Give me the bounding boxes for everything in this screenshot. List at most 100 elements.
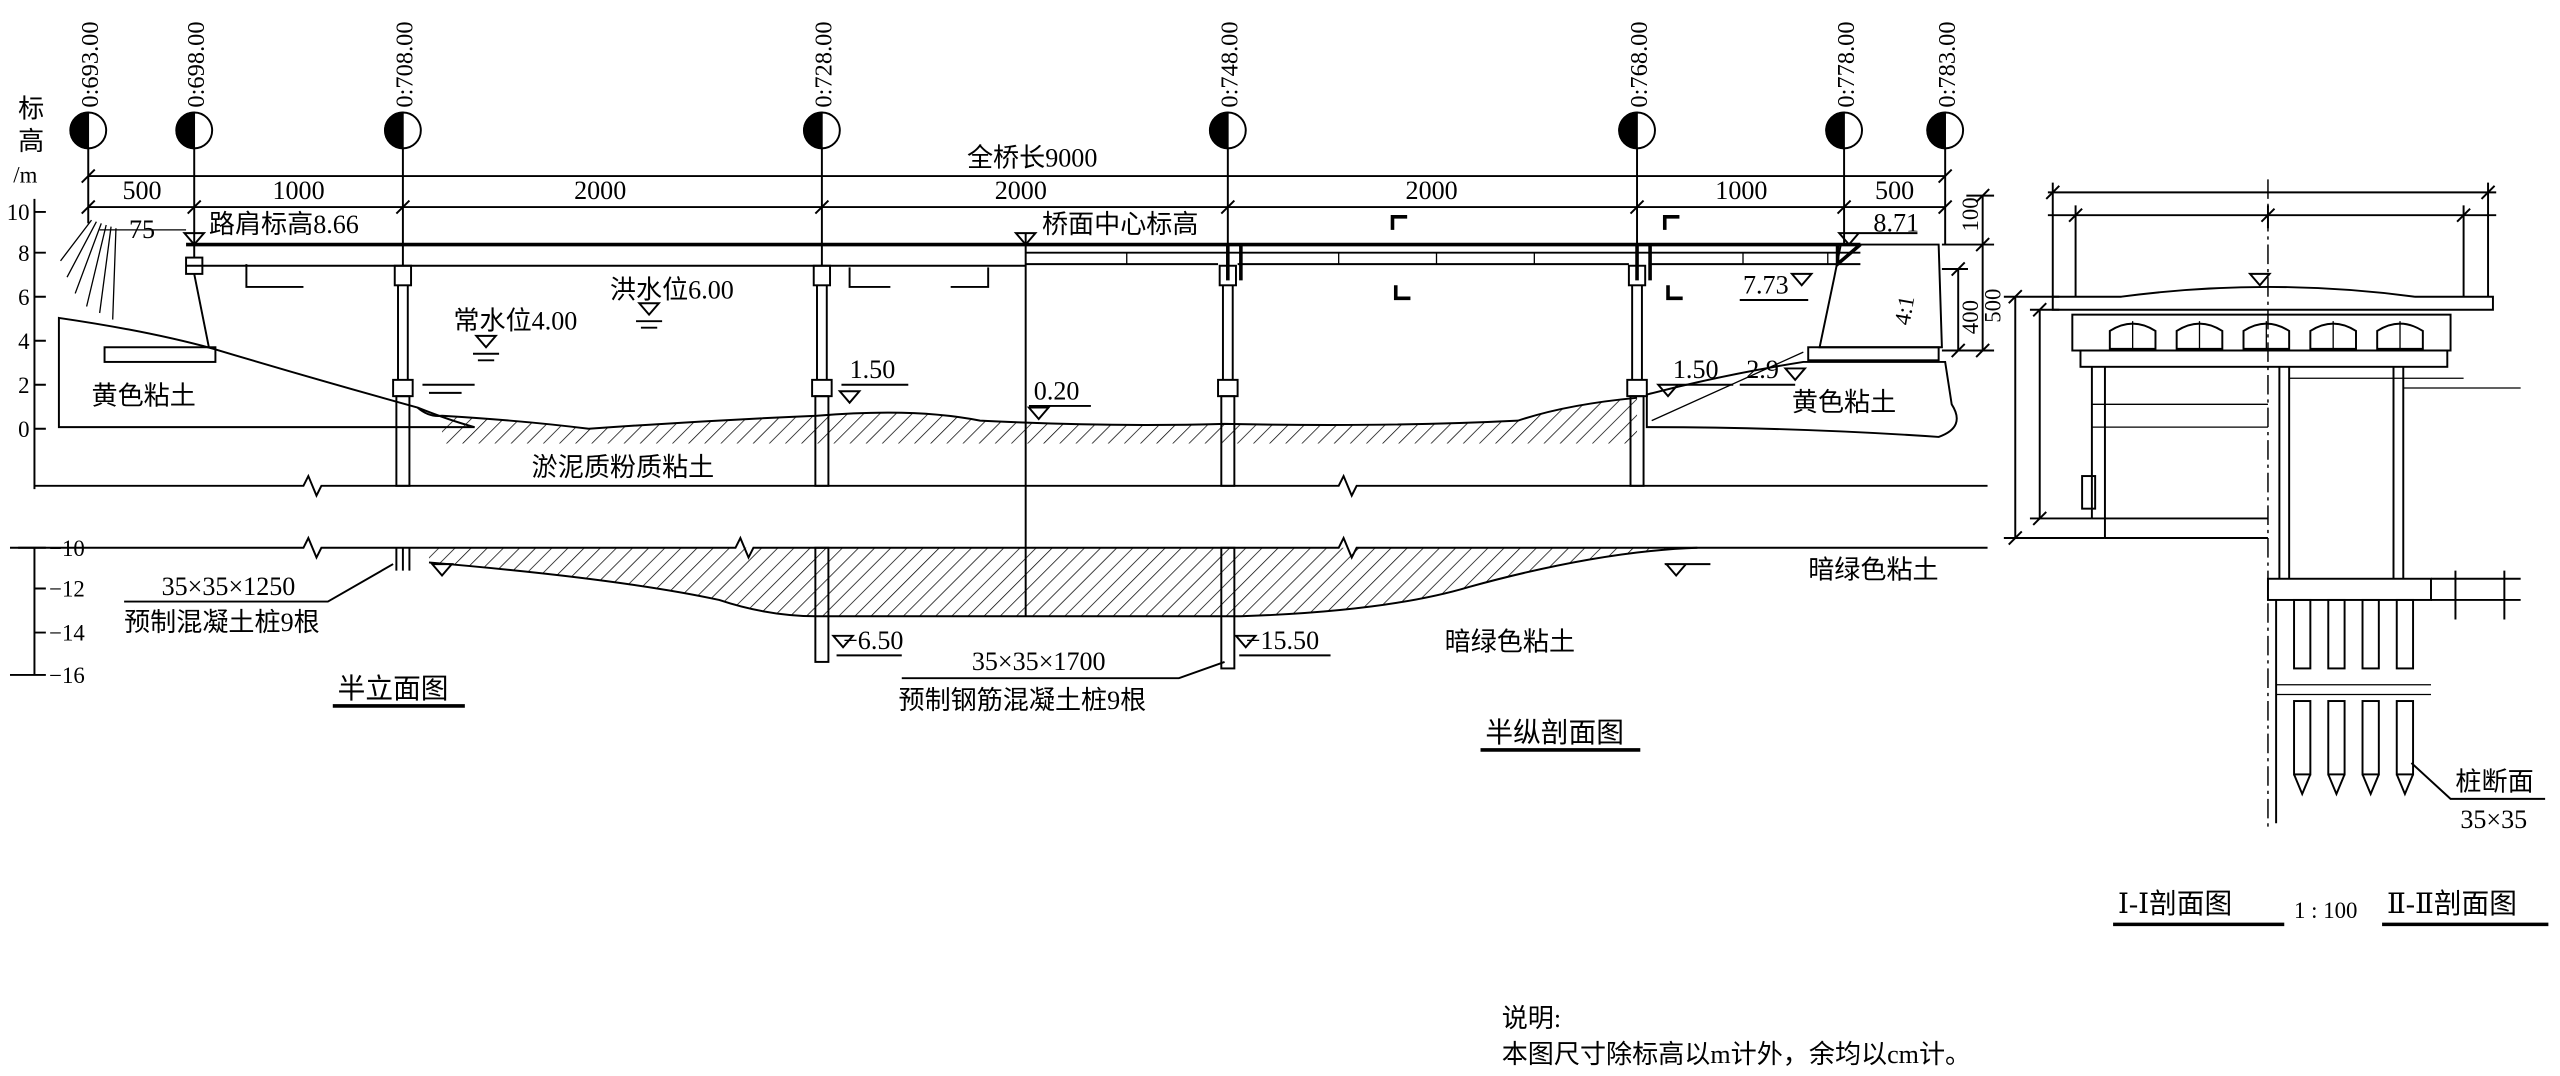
axis-tick-label: 2 — [18, 373, 29, 398]
station-label: 0:778.00 — [1833, 21, 1860, 107]
pile-tip-right-label: −15.50 — [1246, 626, 1319, 655]
axis-tick-label: 0 — [18, 417, 29, 442]
station-label: 0:748.00 — [1217, 21, 1244, 107]
axis-tick-label: 10 — [7, 200, 30, 225]
axis-tick-label: 8 — [18, 241, 29, 266]
pier — [392, 264, 414, 571]
half-longitudinal-title-text: 半纵剖面图 — [1485, 717, 1624, 748]
riverbed-elevation: 0.20 — [1026, 376, 1091, 421]
dark-green-clay-right-label: 暗绿色粘土 — [1808, 556, 1938, 585]
pier-cap-elevation-right: 1.50 — [1656, 355, 1734, 398]
cross-section: 桩断面 35×35 — [2003, 179, 2546, 834]
notes: 说明: 本图尺寸除标高以m计外，余均以cm计。 — [1502, 1004, 1971, 1069]
pile-section-size: 35×35 — [2460, 805, 2527, 834]
dark-green-clay-bottom-label: 暗绿色粘土 — [1445, 627, 1575, 656]
station-marker: 0:728.00 — [802, 21, 841, 266]
axis-title-char: 高 — [18, 127, 44, 156]
station-label: 0:693.00 — [77, 21, 104, 107]
right-abutment-footing — [1807, 346, 1940, 362]
pile-section-label: 桩断面 — [2455, 768, 2533, 797]
half-elevation-title-text: 半立面图 — [338, 673, 449, 704]
right-bank: 4:1 黄色粘土 — [1645, 243, 1958, 438]
station-label: 0:698.00 — [183, 21, 210, 107]
section-piles — [2276, 598, 2431, 797]
silty-clay-label: 淤泥质粉质粘土 — [532, 453, 715, 482]
lower-soil-layer: 暗绿色粘土 暗绿色粘土 — [428, 546, 1939, 656]
flood-level: 洪水位6.00 — [610, 275, 734, 329]
shoulder-elevation-label: 路肩标高8.66 — [209, 210, 359, 239]
flood-level-label: 洪水位6.00 — [610, 275, 734, 304]
pile-tip-left-label: −6.50 — [843, 626, 903, 655]
right-ground-label: 2.9 — [1746, 355, 1779, 384]
abutment-pile-note: 35×35×1250 预制混凝土桩9根 — [124, 563, 394, 637]
yellow-clay-left-label: 黄色粘土 — [92, 381, 196, 410]
station-label: 0:783.00 — [1934, 21, 1961, 107]
pier-pile-desc: 预制钢筋混凝土桩9根 — [899, 686, 1147, 715]
station-marker: 0:768.00 — [1618, 21, 1656, 266]
section-2-title: Ⅱ-Ⅱ剖面图 — [2387, 888, 2517, 919]
abutment-pile-desc: 预制混凝土桩9根 — [124, 608, 320, 637]
station-label: 0:708.00 — [392, 21, 419, 107]
deck-center-elevation-label: 桥面中心标高 — [1042, 210, 1198, 239]
notes-text: 本图尺寸除标高以m计外，余均以cm计。 — [1502, 1040, 1971, 1069]
yellow-clay-right-label: 黄色粘土 — [1792, 388, 1896, 417]
right-deck-elevation: 8.71 — [1837, 209, 1919, 247]
station-marker: 0:698.00 — [175, 21, 214, 258]
abutment-height-dimensions: 100 500 400 — [1941, 188, 2006, 358]
normal-level-label: 常水位4.00 — [453, 306, 577, 335]
abutment-offset-label: 75 — [129, 215, 155, 244]
abutment-body-label: 400 — [1958, 300, 1983, 334]
station-marker: 0:693.00 — [69, 21, 108, 224]
total-length-dimension: 全桥长9000 — [81, 143, 1953, 184]
elevation-axis: 标 高 /m 10 8 6 4 2 0 −10 −12 −14 −16 — [7, 94, 86, 688]
pile — [395, 395, 411, 487]
right-bank-elevation-label: 7.73 — [1743, 270, 1789, 299]
axis-tick-label: 4 — [18, 329, 30, 354]
normal-water-level: 常水位4.00 — [422, 306, 577, 394]
span-dimensions: 500 1000 2000 2000 2000 1000 500 — [81, 176, 1953, 215]
left-abutment-footing — [103, 346, 217, 363]
span-label: 1000 — [1715, 176, 1767, 205]
axis-title-unit: /m — [13, 163, 37, 188]
pier — [1626, 264, 1648, 487]
axis-tick-label: 6 — [18, 285, 29, 310]
station-marker: 0:708.00 — [383, 21, 422, 266]
right-deck-elevation-label: 8.71 — [1873, 209, 1919, 238]
span-label: 2000 — [574, 176, 626, 205]
half-elevation-title: 半立面图 — [332, 673, 465, 708]
right-ground-elevation: 2.9 — [1739, 355, 1808, 386]
station-marker: 0:748.00 — [1208, 21, 1247, 266]
bridge-deck — [186, 215, 1862, 301]
pier-cap-right-label: 1.50 — [1673, 355, 1719, 384]
section-titles: Ⅰ-Ⅰ剖面图 1 : 100 Ⅱ-Ⅱ剖面图 — [2113, 888, 2549, 927]
pier-pile-size: 35×35×1700 — [972, 647, 1106, 676]
station-marker: 0:783.00 — [1926, 21, 1965, 245]
total-length-label: 全桥长9000 — [967, 143, 1097, 172]
abutment-top-label: 100 — [1958, 197, 1983, 231]
half-longitudinal-title: 半纵剖面图 — [1480, 717, 1641, 752]
axis-tick-label: −14 — [49, 621, 85, 646]
station-label: 0:728.00 — [811, 21, 838, 107]
section-1-title: Ⅰ-Ⅰ剖面图 — [2118, 888, 2232, 919]
axis-tick-label: −12 — [49, 577, 85, 602]
abutment-total-label: 500 — [1981, 289, 2006, 323]
riverbed-label: 0.20 — [1034, 376, 1080, 405]
span-label: 500 — [1875, 176, 1914, 205]
span-label: 1000 — [272, 176, 324, 205]
axis-tick-label: −16 — [49, 663, 85, 688]
right-bank-elevation: 7.73 — [1739, 270, 1814, 301]
slope-label: 4:1 — [1890, 294, 1920, 327]
axis-title-char: 标 — [18, 94, 44, 123]
station-marker: 0:778.00 — [1825, 21, 1863, 245]
pier-pile-note: −6.50 −15.50 35×35×1700 预制钢筋混凝土桩9根 — [831, 626, 1331, 715]
riverbed — [416, 396, 1638, 444]
span-label: 500 — [122, 176, 161, 205]
scale-label: 1 : 100 — [2294, 898, 2357, 923]
shoulder-elevation: 路肩标高8.66 — [182, 210, 359, 247]
pier-cap-left-label: 1.50 — [850, 355, 896, 384]
pier-cap-elevation-left: 1.50 — [837, 355, 909, 405]
abutment-pile-size: 35×35×1250 — [162, 572, 296, 601]
station-label: 0:768.00 — [1626, 21, 1653, 107]
span-label: 2000 — [1406, 176, 1458, 205]
